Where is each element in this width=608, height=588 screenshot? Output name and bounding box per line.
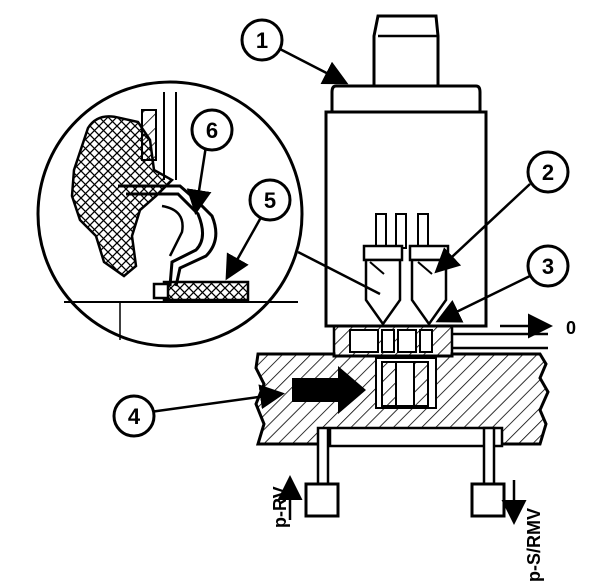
outlet-port-box: [470, 482, 506, 518]
svg-text:5: 5: [264, 188, 276, 213]
seat-block: [332, 313, 553, 358]
outlet-label: 0: [566, 318, 576, 338]
svg-text:3: 3: [542, 254, 554, 279]
inlet-label-p-rv: p-RV: [270, 486, 290, 528]
svg-text:6: 6: [206, 118, 218, 143]
callout-1: 1: [240, 18, 284, 62]
callout-5: 5: [248, 178, 292, 222]
svg-text:1: 1: [256, 28, 268, 53]
callout-2: 2: [526, 150, 570, 194]
svg-text:4: 4: [128, 404, 141, 429]
callout-6: 6: [190, 108, 234, 152]
svg-text:2: 2: [542, 160, 554, 185]
port-lines: [277, 426, 527, 525]
callout-4: 4: [112, 394, 156, 438]
callout-3: 3: [526, 244, 570, 288]
outlet-label-p-s-rmv: p-S/RMV: [524, 508, 544, 582]
callout-leaders: [149, 46, 531, 414]
lower-housing: [254, 352, 550, 448]
inlet-port-box: [304, 482, 340, 518]
flow-arrow-icon: [292, 366, 366, 414]
